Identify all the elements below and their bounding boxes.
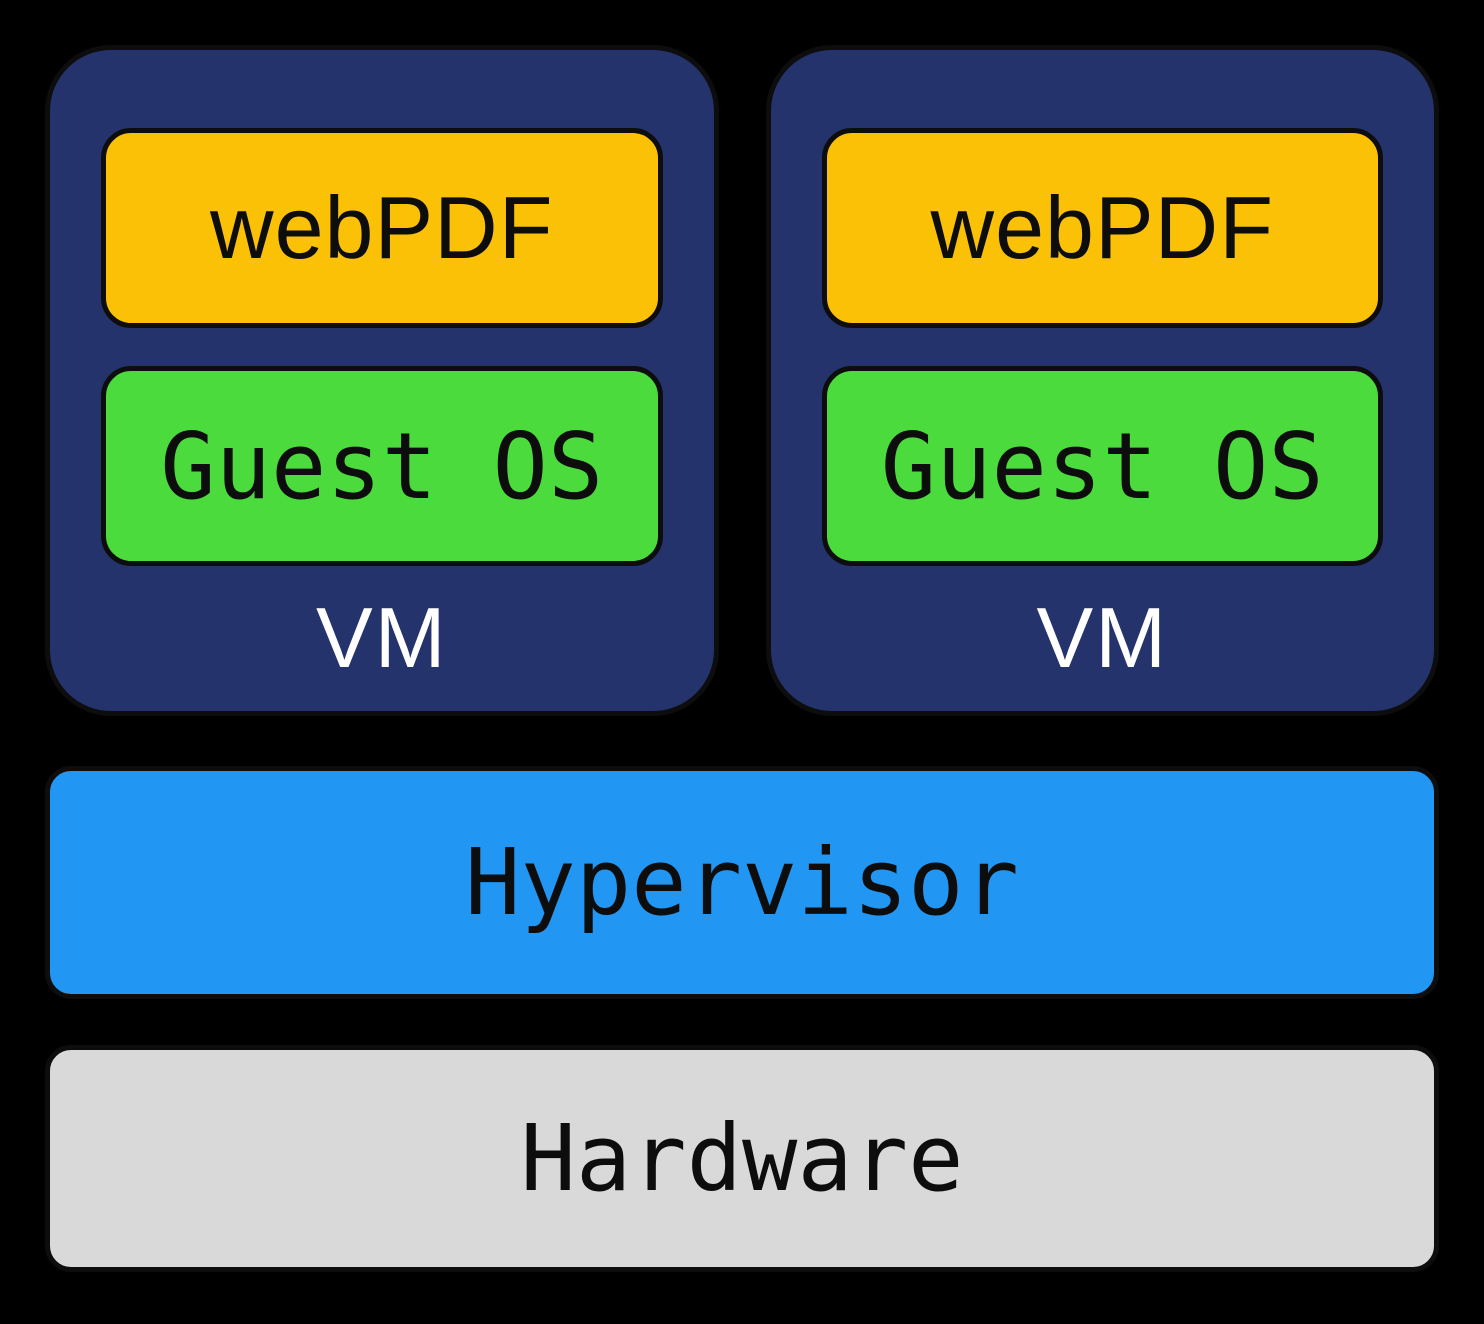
webpdf-label-1: webPDF xyxy=(210,178,554,277)
webpdf-label-2: webPDF xyxy=(930,178,1274,277)
hardware-bar: Hardware xyxy=(45,1045,1439,1272)
vm-box-1: webPDF Guest OS VM xyxy=(45,45,719,716)
hypervisor-bar: Hypervisor xyxy=(45,766,1439,999)
guest-os-label-1: Guest OS xyxy=(160,412,604,520)
webpdf-box-2: webPDF xyxy=(821,128,1383,328)
vm-label-1: VM xyxy=(316,590,448,686)
webpdf-box-1: webPDF xyxy=(101,128,663,328)
guest-os-label-2: Guest OS xyxy=(880,412,1324,520)
vm-label-2: VM xyxy=(1036,590,1168,686)
guest-os-box-2: Guest OS xyxy=(821,366,1383,566)
hardware-label: Hardware xyxy=(520,1105,964,1212)
guest-os-box-1: Guest OS xyxy=(101,366,663,566)
vm-box-2: webPDF Guest OS VM xyxy=(765,45,1439,716)
vm-row: webPDF Guest OS VM webPDF Guest OS VM xyxy=(45,45,1439,716)
hypervisor-label: Hypervisor xyxy=(465,829,1019,936)
